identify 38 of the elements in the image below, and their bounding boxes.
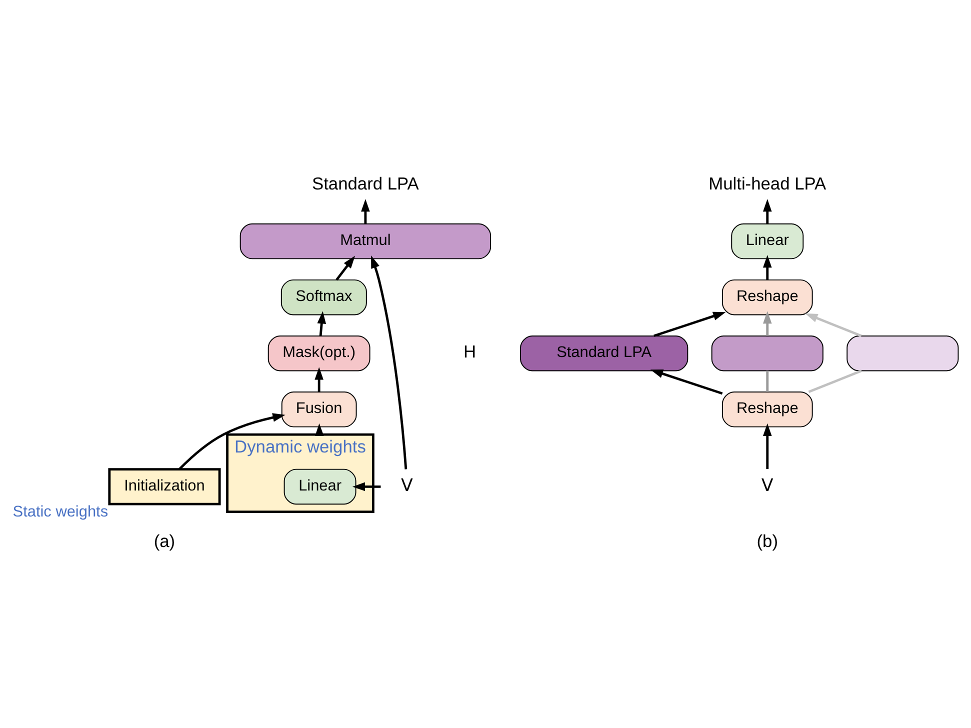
node-box: Mask(opt.) [268, 336, 370, 372]
label: (a) [154, 530, 176, 551]
node-box: Matmul [240, 223, 492, 260]
arrow [805, 313, 862, 337]
node-text: V [761, 476, 774, 496]
connector [766, 370, 769, 392]
node-box: Reshape [722, 392, 813, 428]
node-text: V [401, 476, 413, 496]
node-box: Linear [731, 223, 804, 260]
arrow [654, 312, 726, 338]
node-box [846, 336, 959, 372]
arrow [352, 482, 381, 492]
arrow [762, 423, 772, 470]
node-box: Softmax [280, 279, 367, 316]
cluster [226, 433, 374, 514]
node-label: Static weights [12, 503, 108, 520]
arrow [178, 413, 286, 470]
node-box: Linear [284, 468, 356, 505]
node-label: Dynamic weights [234, 436, 366, 456]
arrow [336, 256, 356, 281]
arrow [361, 198, 370, 224]
connector [808, 370, 862, 394]
arrow [314, 367, 324, 392]
label: (b) [756, 530, 778, 551]
arrow [762, 198, 772, 224]
node-box [711, 336, 824, 372]
node-text: Multi-head LPA [708, 174, 826, 194]
node-box: Fusion [281, 392, 357, 428]
label: H [464, 342, 476, 362]
node-box: Reshape [722, 279, 813, 316]
arrow [650, 369, 723, 395]
node-box: Initialization [108, 468, 221, 506]
arrow [371, 255, 408, 470]
node-text: Standard LPA [312, 174, 419, 194]
node-box: Standard LPA [520, 336, 688, 372]
arrow [317, 311, 326, 336]
arrow [762, 311, 772, 336]
arrow [762, 255, 772, 280]
